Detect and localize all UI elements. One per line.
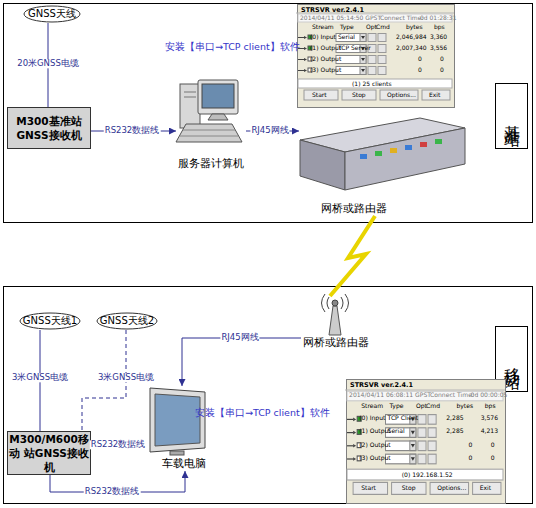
node-label: 网桥或路由器 <box>303 335 369 350</box>
cable-label: RS232数据线 <box>84 487 141 496</box>
window-chrome <box>296 13 454 100</box>
router-side <box>345 128 465 190</box>
router-top <box>300 118 465 152</box>
window-chrome <box>345 390 505 494</box>
node-label: 服务器计算机 <box>178 156 244 171</box>
car-screen <box>155 394 200 446</box>
router-light <box>375 151 382 156</box>
monitor-stand <box>208 114 228 120</box>
cable-line <box>40 330 41 431</box>
cable-line <box>50 471 185 492</box>
pc-monitor <box>198 80 238 114</box>
monitor-stand <box>170 451 184 455</box>
cable-label: 3米GNSS电缆 <box>97 373 155 382</box>
antenna-outline <box>24 6 80 22</box>
cable-line <box>246 131 299 132</box>
node-label: M300基准站 GNSS接收机 <box>8 114 90 142</box>
cable-label: RJ45网线 <box>220 333 259 342</box>
key-row <box>180 136 238 137</box>
install-note: 安装【串口→TCP client】软件 <box>195 408 330 418</box>
router-light <box>405 145 412 150</box>
node-label: GNSS天线 <box>28 7 76 21</box>
pc-tower <box>180 84 200 128</box>
antenna-outline <box>20 313 80 329</box>
radio-wave <box>345 294 349 312</box>
node-label: 网桥或路由器 <box>321 201 387 216</box>
pc-screen <box>202 84 234 108</box>
cable-line <box>48 23 49 107</box>
router-light <box>435 139 442 144</box>
software-window: STRSVR ver.2.4.1 <box>297 4 455 108</box>
cable-line <box>82 330 126 431</box>
car-monitor <box>150 388 205 452</box>
node-label: M300/M600移动 站GNSS接收机 <box>8 432 90 475</box>
receiver-box: M300/M600移动 站GNSS接收机 <box>7 431 91 475</box>
antenna-outline <box>97 313 157 329</box>
software-window: STRSVR ver.2.4.1 <box>346 379 506 504</box>
station-frame: 基准站 GNSS天线 M300基准站 GNSS接收机服务器计算机 STRSVR ver… <box>3 3 533 223</box>
antenna-mast <box>329 306 341 335</box>
computer-node: 服务器计算机 <box>176 76 246 171</box>
drive-slot <box>184 92 196 93</box>
cable-line <box>182 338 301 386</box>
router-node: 网桥或路由器 <box>299 116 409 216</box>
receiver-box: M300基准站 GNSS接收机 <box>7 107 91 149</box>
node-label: STRSVR ver.2.4.1 <box>301 6 364 14</box>
drive-slot <box>184 97 196 98</box>
cable-label: 3米GNSS电缆 <box>11 373 69 382</box>
cable-label: RS232数据线 <box>104 126 161 135</box>
computer-node: 车载电脑 <box>146 386 221 471</box>
node-label: STRSVR ver.2.4.1 <box>350 381 413 389</box>
radio-wave <box>341 297 343 309</box>
cable-label: 20米GNSS电缆 <box>16 59 80 68</box>
radio-wave <box>322 294 326 312</box>
router-light <box>420 142 427 147</box>
key-row <box>183 130 235 131</box>
antenna-ellipse: GNSS天线2 <box>96 312 158 330</box>
cable-label: RS232数据线 <box>90 440 147 449</box>
router-node: 网桥或路由器 <box>301 296 371 350</box>
node-label: GNSS天线1 <box>23 314 77 328</box>
node-label: GNSS天线2 <box>100 314 154 328</box>
install-note: 安装【串口→TCP client】软件 <box>165 42 300 52</box>
station-frame: 移动站GNSS天线1GNSS天线2网桥或路由器M300/M600移动 站GNSS… <box>3 286 533 504</box>
wireless-bolt <box>330 216 375 296</box>
router-light <box>390 148 397 153</box>
keyboard <box>176 124 242 142</box>
cable-label: RJ45网线 <box>250 126 289 135</box>
router-front <box>300 140 345 190</box>
station-label: 基准站 <box>495 83 528 149</box>
antenna-tip <box>332 300 338 306</box>
cable-line <box>91 445 146 446</box>
cable-line <box>91 131 176 132</box>
node-label: 车载电脑 <box>162 456 206 471</box>
antenna-ellipse: GNSS天线1 <box>19 312 81 330</box>
antenna-ellipse: GNSS天线 <box>23 5 81 23</box>
router-light <box>360 154 367 159</box>
radio-wave <box>327 297 329 309</box>
